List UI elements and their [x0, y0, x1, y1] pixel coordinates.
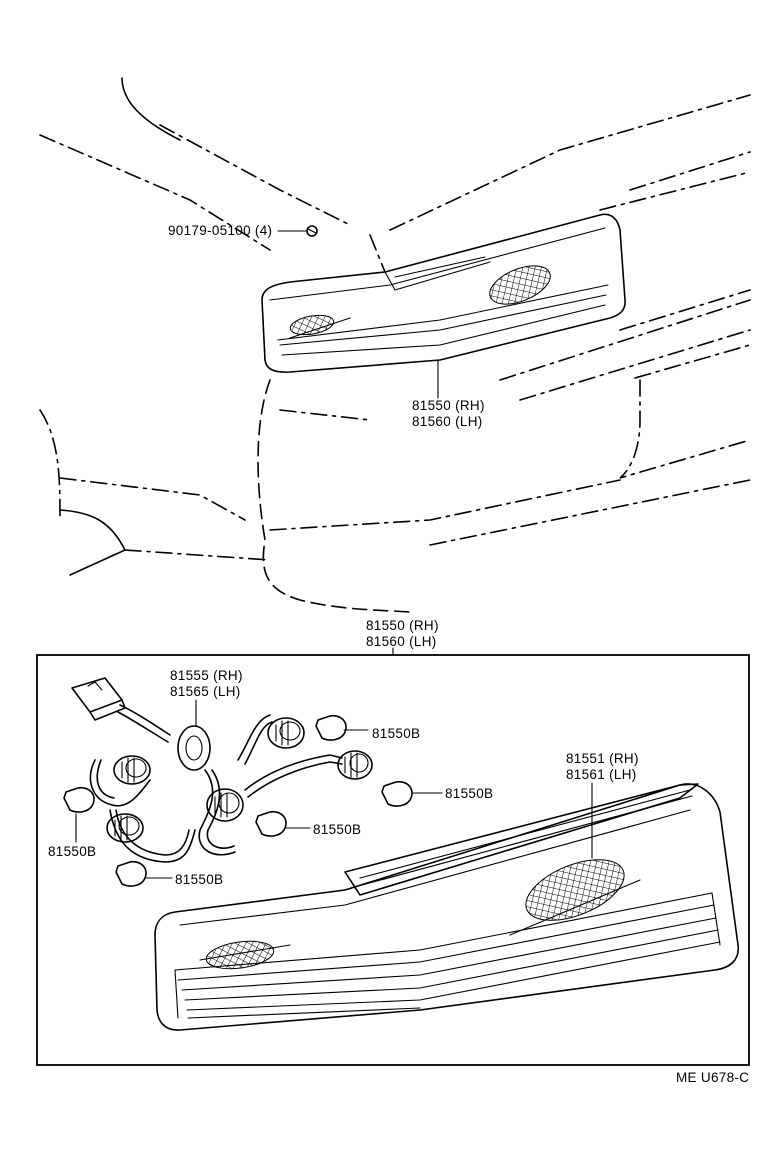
label-lens-rh: 81551 (RH) [566, 751, 639, 766]
bulb-icon-1 [315, 714, 369, 741]
vehicle-rear-outline [39, 77, 751, 613]
label-assembly-lh: 81560 (LH) [366, 634, 437, 649]
label-bulb-5: 81550B [175, 872, 223, 887]
bulb-icon-3 [255, 810, 311, 837]
wiring-harness [71, 677, 343, 863]
label-bulb-1: 81550B [372, 726, 420, 741]
bulb-icon-5 [115, 860, 173, 887]
label-bulb-4: 81550B [48, 844, 96, 859]
detail-box [36, 654, 750, 1066]
label-lamp-rh: 81550 (RH) [412, 398, 485, 413]
bolt-90179 [277, 225, 318, 237]
socket-group [106, 717, 373, 843]
bulb-icon-2 [381, 780, 443, 807]
label-bulb-2: 81550B [445, 786, 493, 801]
label-socket-lh: 81565 (LH) [170, 684, 241, 699]
label-bulb-3: 81550B [313, 822, 361, 837]
tail-lamp-upper [261, 213, 626, 373]
lens-assembly [154, 783, 740, 1031]
label-lens-lh: 81561 (LH) [566, 767, 637, 782]
label-socket-rh: 81555 (RH) [170, 668, 243, 683]
label-bolt: 90179-05100 (4) [168, 223, 272, 238]
label-lamp-lh: 81560 (LH) [412, 414, 483, 429]
bulb-icon-4 [63, 786, 95, 843]
label-assembly-rh: 81550 (RH) [366, 618, 439, 633]
footer-code: ME U678-C [676, 1070, 749, 1085]
